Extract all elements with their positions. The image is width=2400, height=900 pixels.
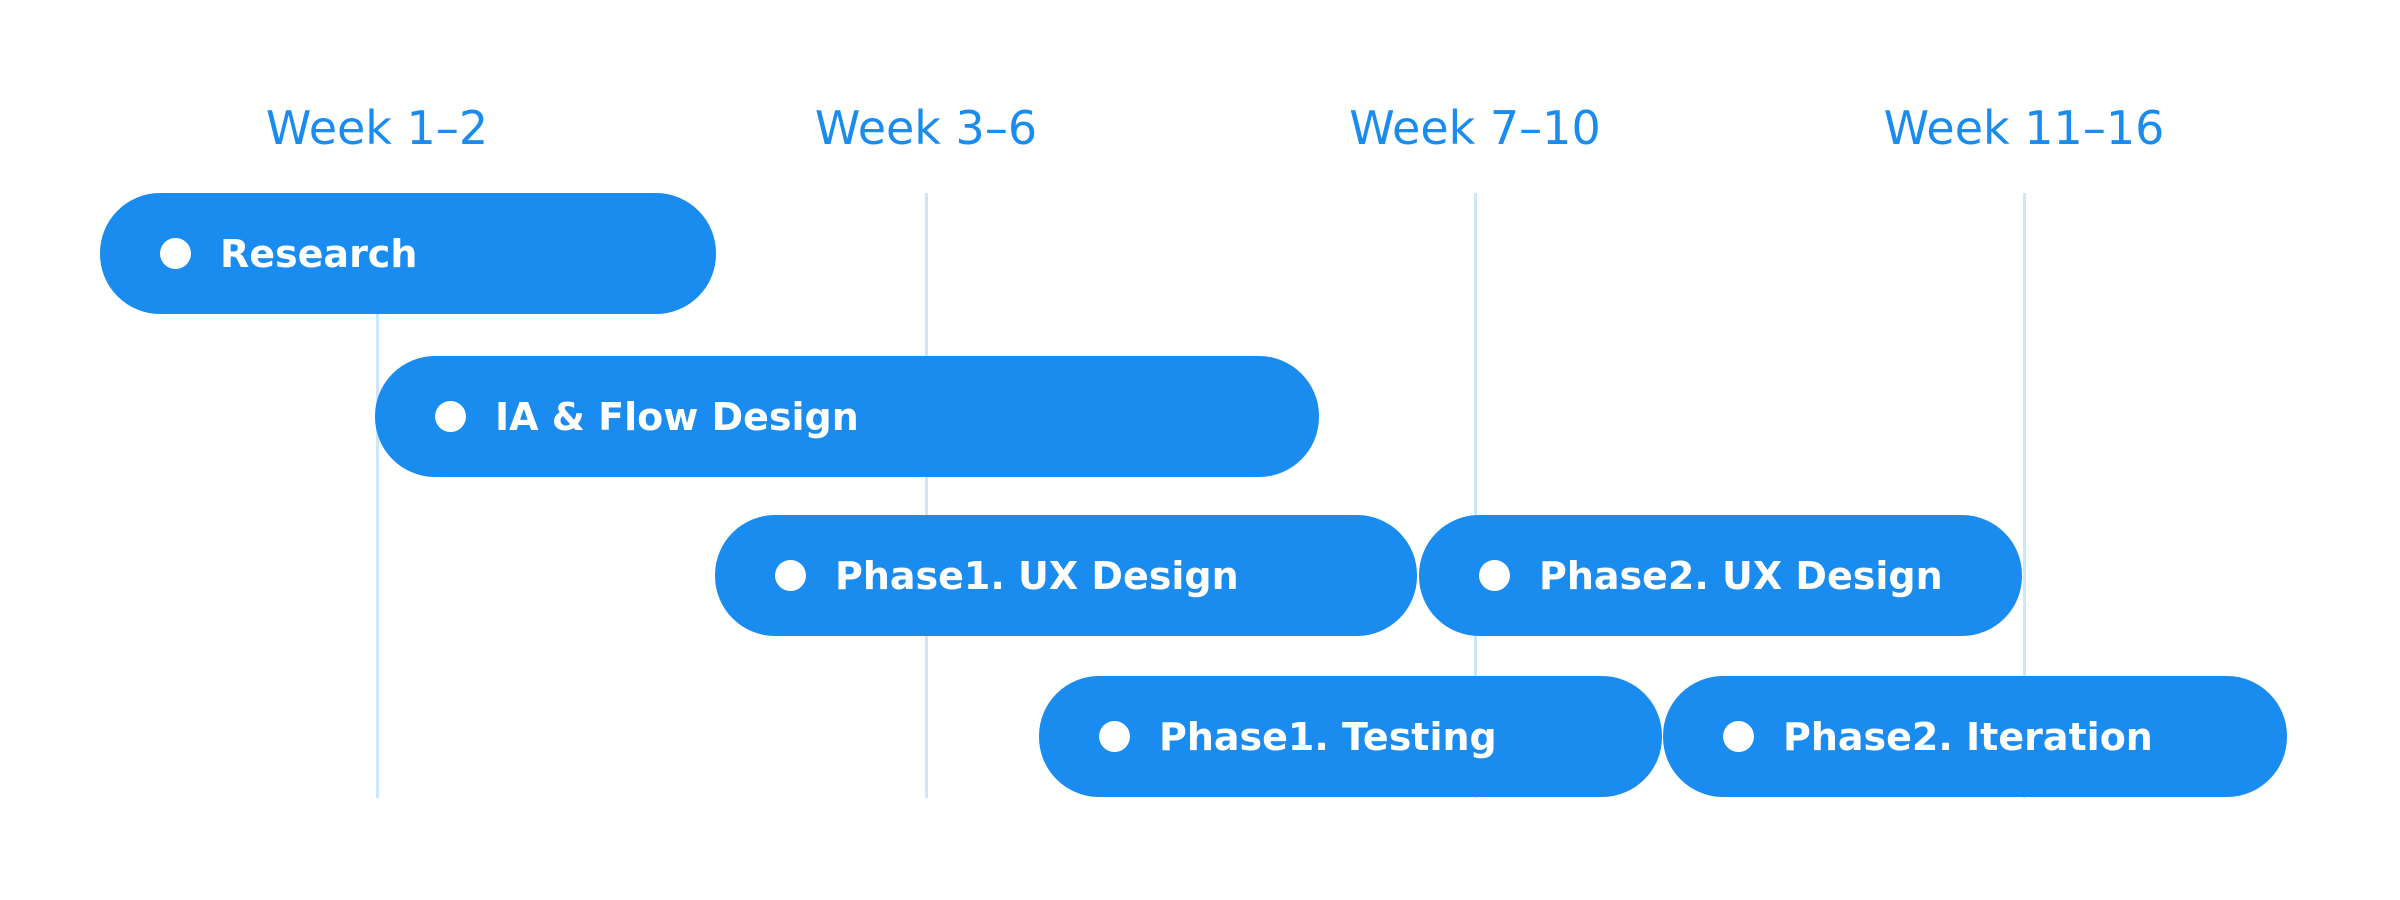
- week-label-1-2: Week 1–2: [265, 101, 489, 155]
- bullet-dot-icon: [1099, 721, 1130, 752]
- task-bar-ia-flow-design: IA & Flow Design: [375, 356, 1319, 477]
- grid-line-week-7-10: [1474, 193, 1477, 798]
- week-label-3-6: Week 3–6: [814, 101, 1038, 155]
- task-bar-research: Research: [100, 193, 716, 314]
- grid-line-week-3-6: [925, 193, 928, 798]
- task-bar-phase1-ux-design: Phase1. UX Design: [715, 515, 1417, 636]
- task-bar-phase2-ux-design: Phase2. UX Design: [1419, 515, 2022, 636]
- week-label-7-10: Week 7–10: [1349, 101, 1601, 155]
- task-label-phase2-iteration: Phase2. Iteration: [1783, 714, 2153, 759]
- bullet-dot-icon: [775, 560, 806, 591]
- grid-line-week-11-16: [2023, 193, 2026, 798]
- grid-line-week-1-2: [376, 193, 379, 798]
- task-bar-phase2-iteration: Phase2. Iteration: [1663, 676, 2287, 797]
- bullet-dot-icon: [160, 238, 191, 269]
- week-label-11-16: Week 11–16: [1883, 101, 2165, 155]
- task-bar-phase1-testing: Phase1. Testing: [1039, 676, 1662, 797]
- task-label-ia-flow-design: IA & Flow Design: [495, 394, 859, 439]
- bullet-dot-icon: [1723, 721, 1754, 752]
- task-label-phase2-ux-design: Phase2. UX Design: [1539, 553, 1943, 598]
- bullet-dot-icon: [1479, 560, 1510, 591]
- task-label-phase1-testing: Phase1. Testing: [1159, 714, 1497, 759]
- bullet-dot-icon: [435, 401, 466, 432]
- task-label-research: Research: [220, 231, 418, 276]
- task-label-phase1-ux-design: Phase1. UX Design: [835, 553, 1239, 598]
